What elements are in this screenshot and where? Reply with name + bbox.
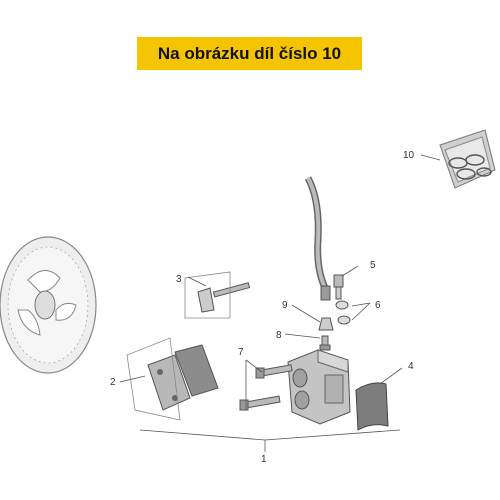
brake-hose: [304, 176, 331, 301]
brake-pads: [147, 344, 219, 411]
callout-10: 10: [403, 150, 415, 161]
callout-6: 6: [375, 300, 381, 311]
leader-lines: [119, 265, 403, 452]
pad-pin: [197, 282, 251, 313]
brake-caliper: [287, 349, 351, 425]
callout-4: 4: [408, 361, 414, 372]
bleed-valve: [319, 335, 331, 351]
pad-spring: [355, 382, 389, 431]
callout-7: 7: [238, 347, 244, 358]
bleed-cap: [318, 317, 334, 331]
callout-2: 2: [110, 377, 116, 388]
washers: [335, 300, 351, 325]
part-banner: Na obrázku díl číslo 10: [137, 37, 362, 70]
brake-disc: [0, 236, 97, 374]
callout-1: 1: [261, 454, 267, 465]
banner-text: Na obrázku díl číslo 10: [157, 43, 342, 63]
caliper-bolts: [239, 364, 293, 411]
callout-8: 8: [276, 330, 282, 341]
callout-3: 3: [176, 274, 182, 285]
part-10-kit: [420, 129, 496, 189]
callout-5: 5: [370, 260, 376, 271]
banjo-bolt: [333, 274, 344, 300]
callout-9: 9: [282, 300, 288, 311]
